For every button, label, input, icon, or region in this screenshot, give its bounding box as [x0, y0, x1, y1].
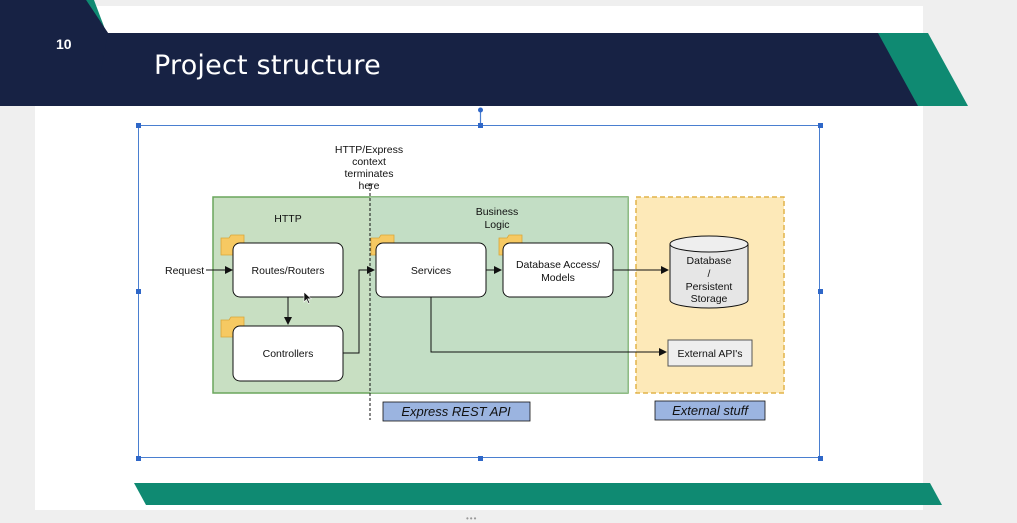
external-apis-label: External API's	[677, 348, 742, 360]
context-note-line-2: context	[352, 156, 386, 168]
banner-navy-number-tab	[0, 0, 108, 76]
external-stuff-tag	[654, 400, 766, 421]
resize-grip-icon[interactable]: •••	[466, 514, 478, 523]
context-note-line-4: here	[358, 180, 379, 192]
services-label: Services	[411, 265, 451, 277]
express-rest-api-tag	[382, 401, 531, 422]
context-note-line-1: HTTP/Express	[335, 144, 403, 156]
external-apis-box	[667, 339, 753, 367]
external-stuff-label: External stuff	[672, 403, 749, 418]
http-label: HTTP	[274, 213, 301, 225]
routes-label: Routes/Routers	[252, 265, 325, 277]
services-to-external-apis-arrow	[430, 297, 667, 356]
resize-handle-right[interactable]	[818, 289, 823, 294]
database-label-4: Storage	[691, 293, 728, 305]
resize-handle-top[interactable]	[478, 123, 483, 128]
database-label-1: Database	[687, 255, 732, 267]
controllers-label: Controllers	[263, 348, 314, 360]
slide-number: 10	[56, 36, 72, 52]
resize-handle-bottom-left[interactable]	[136, 456, 141, 461]
banner-navy	[0, 0, 918, 106]
db-access-label-1: Database Access/	[516, 259, 600, 271]
database-label-3: Persistent	[686, 281, 733, 293]
mouse-cursor-icon	[303, 291, 313, 304]
business-logic-label-2: Logic	[484, 219, 509, 231]
context-note-line-3: terminates	[344, 168, 393, 180]
database-label-2: /	[708, 268, 711, 280]
resize-handle-top-right[interactable]	[818, 123, 823, 128]
express-rest-api-label: Express REST API	[401, 404, 511, 419]
resize-handle-left[interactable]	[136, 289, 141, 294]
db-access-label-2: Models	[541, 272, 575, 284]
resize-handle-bottom[interactable]	[478, 456, 483, 461]
resize-handle-bottom-right[interactable]	[818, 456, 823, 461]
resize-handle-top-left[interactable]	[136, 123, 141, 128]
business-logic-label-1: Business	[476, 206, 519, 218]
slide-title: Project structure	[154, 50, 381, 81]
request-label: Request	[165, 265, 204, 277]
database-cylinder	[669, 235, 749, 309]
controllers-to-services-arrow	[343, 266, 375, 354]
